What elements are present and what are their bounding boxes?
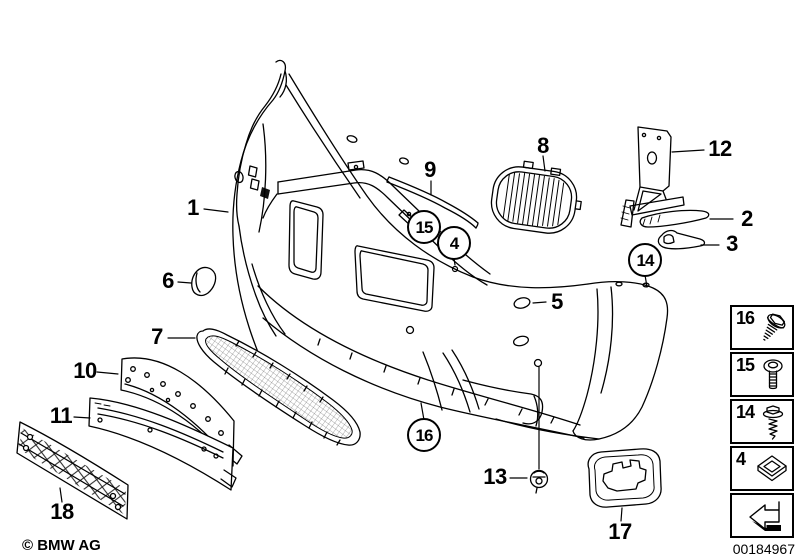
callout-5[interactable]: 5 [551, 289, 563, 314]
direction-arrow-icon [749, 501, 781, 531]
part-trim-strip-2 [639, 209, 710, 228]
legend-label-16: 16 [736, 308, 755, 328]
leader-1 [203, 208, 229, 213]
part-cap [191, 266, 217, 297]
leader-6 [177, 281, 192, 284]
legend-box-16[interactable]: 16 [730, 305, 794, 350]
round-head-screw-icon [763, 359, 783, 390]
leader-14 [644, 274, 648, 288]
copyright-text: © BMW AG [22, 537, 101, 554]
part-impact-absorber [16, 421, 129, 520]
callout-1[interactable]: 1 [187, 195, 199, 220]
leader-16 [420, 402, 425, 421]
legend-label-14: 14 [736, 402, 755, 422]
part-kidney-grille [490, 160, 582, 234]
callout-14[interactable]: 14 [628, 243, 662, 277]
leader-5 [532, 301, 547, 304]
part-expanding-nut [529, 469, 549, 494]
legend-label-4: 4 [736, 449, 746, 469]
leader-17 [620, 507, 623, 522]
callout-17[interactable]: 17 [608, 519, 632, 544]
direction-arrow-box [730, 493, 794, 538]
hex-flange-screw-icon [763, 313, 786, 341]
legend-box-14[interactable]: 14 [730, 399, 794, 444]
legend-box-4[interactable]: 4 [730, 446, 794, 491]
callout-6[interactable]: 6 [162, 268, 174, 293]
legend-label-15: 15 [736, 355, 755, 375]
fastener-legend-panel: 16 15 14 [730, 305, 794, 540]
part-plate-filler [88, 397, 237, 491]
callout-15[interactable]: 15 [407, 210, 441, 244]
callout-4[interactable]: 4 [437, 226, 471, 260]
callout-2[interactable]: 2 [741, 206, 753, 231]
part-trim-strip-3 [657, 229, 706, 250]
part-bracket [620, 126, 685, 228]
part-support-strip [386, 176, 479, 229]
self-tapping-screw-icon [762, 405, 784, 440]
callout-9[interactable]: 9 [424, 157, 436, 182]
part-bumper-cover [232, 59, 669, 441]
legend-box-15[interactable]: 15 [730, 352, 794, 397]
leader-18 [59, 487, 63, 503]
leader-12 [671, 149, 705, 153]
clip-nut-icon [757, 455, 787, 482]
leader-8 [542, 155, 546, 172]
callout-12[interactable]: 12 [708, 136, 732, 161]
part-bracket-plate [587, 448, 662, 508]
callout-7[interactable]: 7 [151, 324, 163, 349]
callout-13[interactable]: 13 [483, 464, 507, 489]
callout-18[interactable]: 18 [50, 499, 74, 524]
leader-lines [59, 149, 734, 522]
part-5-clip-hole [513, 297, 531, 309]
leader-11 [73, 416, 91, 419]
callout-3[interactable]: 3 [726, 231, 738, 256]
callout-8[interactable]: 8 [537, 133, 549, 158]
callout-16[interactable]: 16 [407, 418, 441, 452]
callout-11[interactable]: 11 [49, 403, 73, 428]
image-number: 00184967 [732, 541, 795, 557]
part-lower-grille [196, 328, 361, 446]
callout-10[interactable]: 10 [73, 358, 97, 383]
leader-10 [96, 371, 119, 375]
